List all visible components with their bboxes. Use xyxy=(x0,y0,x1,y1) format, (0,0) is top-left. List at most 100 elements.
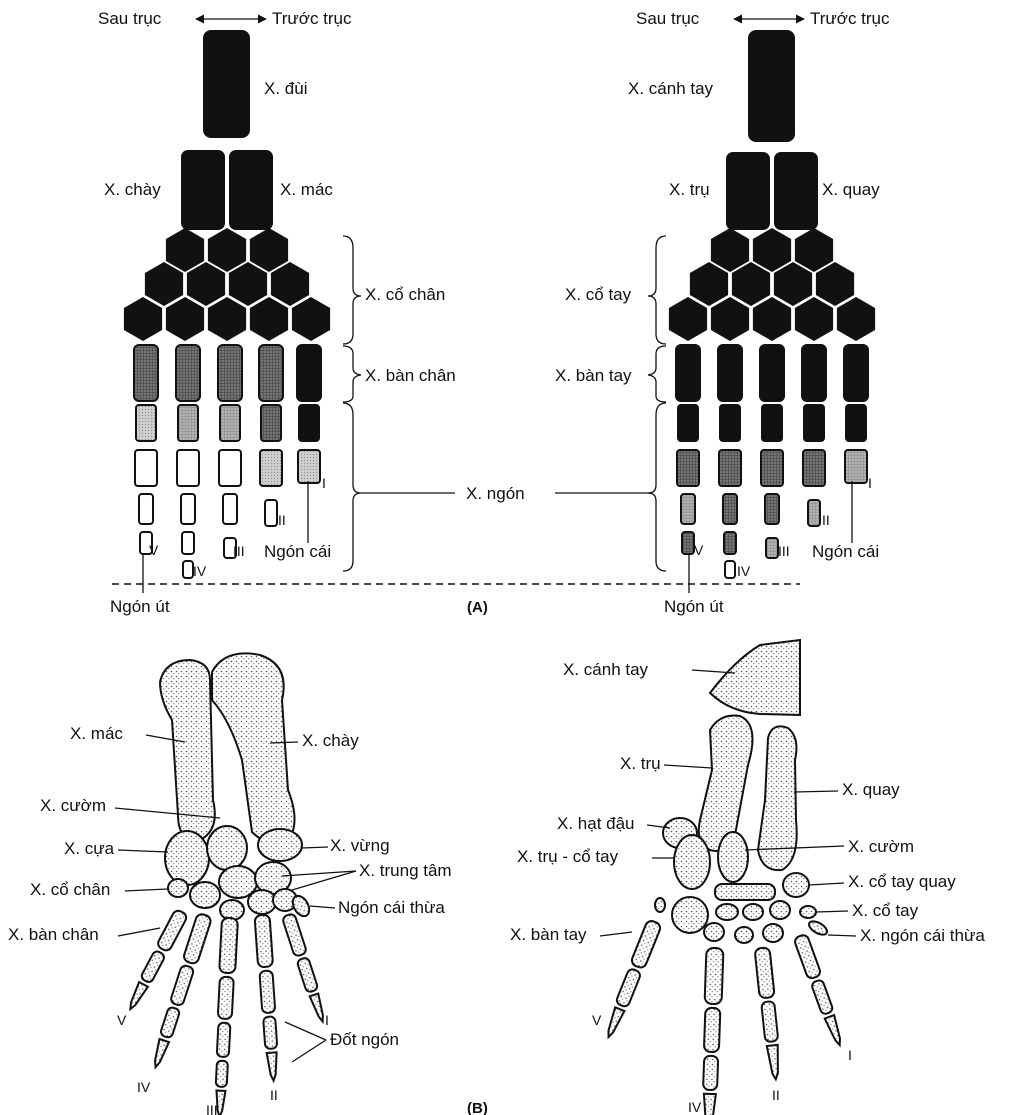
phalanx-3-2 xyxy=(761,450,783,486)
phalanx-5-1 xyxy=(299,405,319,441)
hex-bone-0-2 xyxy=(250,228,288,272)
foot-digit-5-tip xyxy=(126,982,148,1011)
tarsal-b-leader xyxy=(125,889,168,891)
radius-b-leader xyxy=(794,791,838,792)
axis-left-label: Sau trục xyxy=(98,9,162,28)
foot-digits xyxy=(124,909,329,1115)
phalanges-brace-right xyxy=(648,403,666,571)
fore-digit-IV: IV xyxy=(737,563,751,579)
hind-digit-IV: IV xyxy=(193,563,207,579)
foot-digit-2-seg-2 xyxy=(259,970,275,1013)
phalanx-5-2 xyxy=(298,450,320,483)
fore-digit-II: II xyxy=(822,512,830,528)
ulna-drawing xyxy=(699,716,753,851)
hex-bone-2-0 xyxy=(669,297,707,341)
phalanx-4-1 xyxy=(804,405,824,441)
phalanx-3-4 xyxy=(766,538,778,558)
phalanx-3-1 xyxy=(762,405,782,441)
foot-digit-4-seg-3 xyxy=(160,1006,181,1038)
phalanx-4-2 xyxy=(803,450,825,486)
fore-digit-III: III xyxy=(778,543,790,559)
foot-digit-II: II xyxy=(270,1087,278,1103)
hand-digit-2-tip xyxy=(767,1045,781,1080)
ulna-bone xyxy=(726,152,770,230)
intermedium-label: X. cườm xyxy=(848,837,914,856)
metatarsals-label: X. bàn chân xyxy=(365,366,456,385)
hex-bone-1-1 xyxy=(187,262,225,306)
foot-drawing: X. mác X. chày X. cườm X. cựa X. vừng X.… xyxy=(8,653,452,1115)
hex-bone-0-0 xyxy=(166,228,204,272)
hand-digit-4-seg-3 xyxy=(703,1056,718,1090)
metapodial-5 xyxy=(297,345,321,401)
carpal-b-label: X. cổ tay xyxy=(852,901,919,920)
metacarpals-label: X. bàn tay xyxy=(555,366,632,385)
panel-b-label: (B) xyxy=(467,1100,488,1115)
phalanx-1-3 xyxy=(139,494,153,524)
carpal-4-drawing xyxy=(770,901,790,919)
hex-bone-2-1 xyxy=(711,297,749,341)
foot-digit-3-seg-4 xyxy=(216,1061,228,1088)
metatarsal-b-label: X. bàn chân xyxy=(8,925,99,944)
prehallux-label: Ngón cái thừa xyxy=(338,898,445,917)
foot-digit-I: I xyxy=(325,1012,329,1028)
hand-digit-1-seg-2 xyxy=(811,979,834,1015)
hex-bone-2-1 xyxy=(166,297,204,341)
hex-bone-2-3 xyxy=(250,297,288,341)
foot-digit-1-seg-2 xyxy=(297,957,319,993)
foot-digit-4 xyxy=(148,913,212,1070)
carpal-2-drawing xyxy=(716,904,738,920)
phalanx-2-3 xyxy=(181,494,195,524)
hex-bone-2-3 xyxy=(795,297,833,341)
phalanx-1-1 xyxy=(678,405,698,441)
foot-digit-4-tip xyxy=(151,1039,169,1069)
metatarsals-brace xyxy=(343,346,361,402)
prehallux-leader xyxy=(310,906,335,908)
phalanx-1-1 xyxy=(136,405,156,441)
phalanx-2-2 xyxy=(719,450,741,486)
metacarpal-b-leader xyxy=(600,932,632,936)
metacarpals-brace xyxy=(648,346,666,402)
metatarsal-b-leader xyxy=(118,928,160,936)
fore-digit-I: I xyxy=(868,475,872,491)
phalanx-2-1 xyxy=(178,405,198,441)
tarsal-5 xyxy=(220,900,244,920)
foot-digit-2-seg-1 xyxy=(255,914,274,967)
metapodial-2 xyxy=(176,345,200,401)
carpal-1-drawing xyxy=(672,897,708,933)
tibia-b-label: X. chày xyxy=(302,731,359,750)
radius-bone xyxy=(774,152,818,230)
phalanx-2-4 xyxy=(724,532,736,554)
phalanx-2-3 xyxy=(723,494,737,524)
hind-little-label: Ngón út xyxy=(110,597,170,616)
hand-drawing: X. cánh tay X. trụ X. quay X. hạt đậu X.… xyxy=(510,640,985,1115)
hind-digit-I: I xyxy=(322,475,326,491)
hand-digit-2 xyxy=(755,947,784,1080)
metapodial-3 xyxy=(218,345,242,401)
hex-bone-1-3 xyxy=(816,262,854,306)
carpal-5-drawing xyxy=(704,923,724,941)
hand-digit-1-seg-1 xyxy=(793,934,821,980)
fore-thumb-label: Ngón cái xyxy=(812,542,879,561)
hex-bone-2-4 xyxy=(292,297,330,341)
fibula-bone xyxy=(229,150,273,230)
phalanx-5-2 xyxy=(845,450,867,483)
foot-digit-3-seg-3 xyxy=(217,1023,231,1058)
saw-bone-drawing xyxy=(165,831,209,885)
foot-digit-4-seg-2 xyxy=(170,964,195,1006)
phalanx-3-3 xyxy=(223,494,237,524)
hand-digit-5 xyxy=(602,919,662,1040)
centralia-leader-2 xyxy=(292,871,356,890)
metapodial-4 xyxy=(802,345,826,401)
hand-digit-I: I xyxy=(848,1047,852,1063)
phalanx-1-2 xyxy=(677,450,699,486)
humerus-drawing xyxy=(710,640,800,715)
hex-bone-2-0 xyxy=(124,297,162,341)
foot-digit-5-seg-2 xyxy=(140,950,166,984)
fibula-b-label: X. mác xyxy=(70,724,123,743)
hex-bone-2-4 xyxy=(837,297,875,341)
phalanx-1-2 xyxy=(135,450,157,486)
radiale-leader xyxy=(809,883,844,885)
carpal-3-drawing xyxy=(743,904,763,920)
foot-digit-3 xyxy=(212,918,238,1115)
